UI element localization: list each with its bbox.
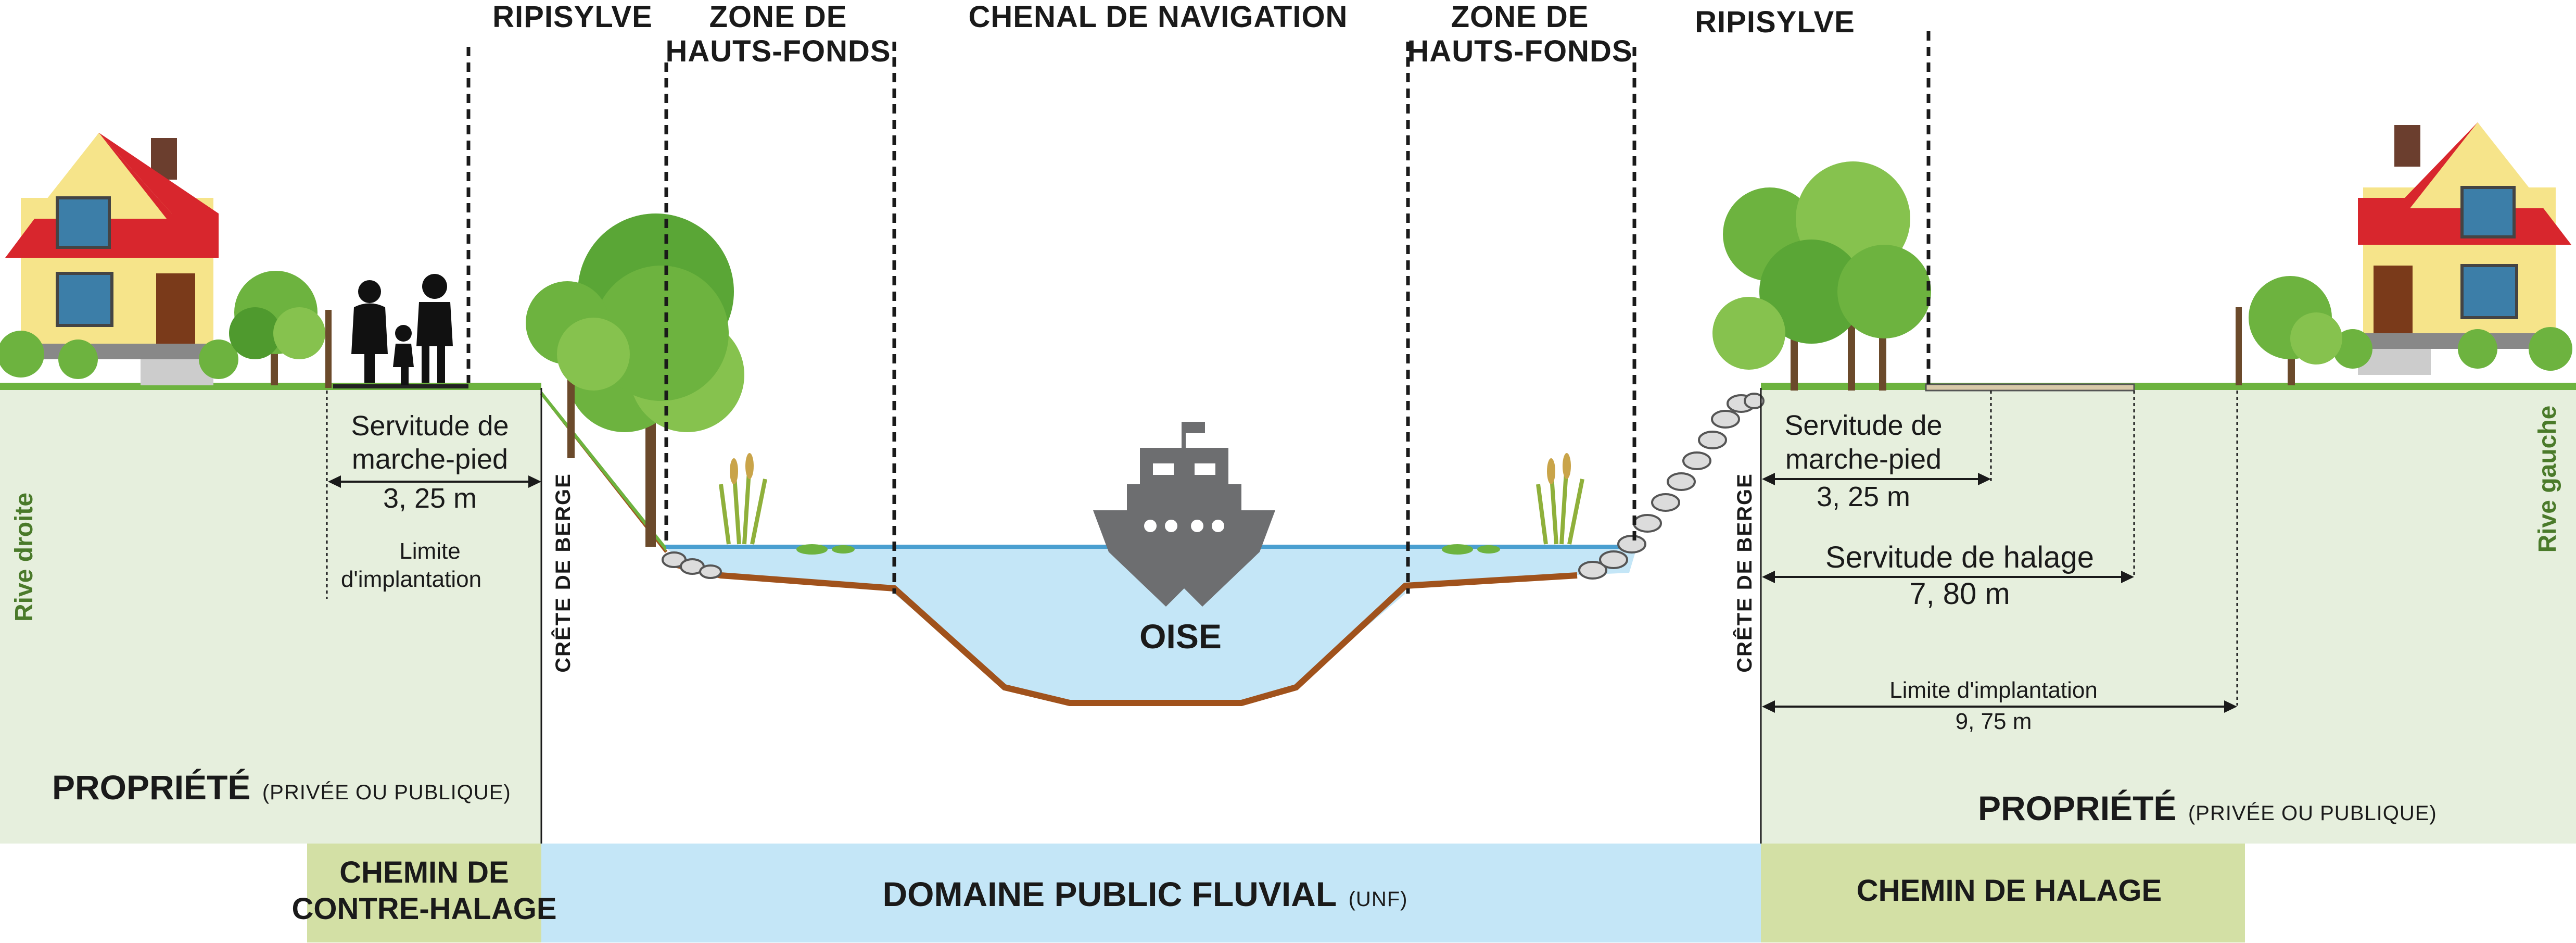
left-limite-line1: Limite	[399, 538, 460, 564]
shrub-icon	[0, 331, 238, 379]
right-property-land	[1761, 388, 2576, 844]
right-halage-label: Servitude de halage	[1825, 540, 2094, 574]
river-bed-line	[665, 559, 1578, 706]
right-marchepied-arrow	[1762, 473, 1991, 485]
bottom-halage-bar	[1761, 844, 2245, 942]
river-water-fill	[665, 547, 1637, 703]
reed-icon	[719, 463, 767, 545]
shrub-icon	[2333, 327, 2572, 371]
bottom-contre-halage-bar	[307, 844, 541, 942]
riprap-stones-icon	[662, 551, 722, 579]
tree-icon	[2249, 276, 2342, 385]
house-icon	[5, 133, 224, 385]
bottom-domaine-bar	[541, 844, 1761, 942]
lily-pad-icon	[796, 544, 1500, 555]
reed-icon	[1547, 453, 1571, 484]
right-marchepied-line2: marche-pied	[1785, 444, 1941, 475]
tree-icon	[229, 271, 325, 385]
left-marchepied-line1: Servitude de	[351, 410, 509, 442]
right-implantation-arrow	[1762, 700, 2237, 713]
right-propriete: PROPRIÉTÉ (PRIVÉE OU PUBLIQUE)	[1978, 789, 2437, 827]
left-limite-line2: d'implantation	[341, 567, 481, 592]
reed-icon	[1536, 463, 1584, 545]
house-icon	[2353, 122, 2571, 375]
right-fence-post	[2236, 307, 2242, 385]
reed-icon	[730, 453, 754, 484]
header-ripisylve-right: RIPISYLVE	[1695, 5, 1855, 39]
bottom-halage: CHEMIN DE HALAGE	[1857, 874, 2162, 908]
bottom-contre-halage-line1: CHEMIN DE	[339, 856, 509, 889]
bottom-contre-halage-line2: CONTRE-HALAGE	[291, 892, 556, 926]
bank-label-right: Rive gauche	[2534, 406, 2561, 553]
footpath-left	[333, 384, 468, 388]
header-zone-left-line1: ZONE DE	[709, 0, 847, 34]
left-crete-label: CRÊTE DE BERGE	[551, 473, 575, 673]
riprap-stones-icon	[1578, 393, 1765, 580]
tree-icon	[526, 281, 630, 458]
river-name: OISE	[1139, 617, 1222, 656]
header-chenal: CHENAL DE NAVIGATION	[969, 0, 1348, 34]
left-marchepied-arrow	[328, 475, 541, 488]
right-halage-arrow	[1762, 571, 2134, 583]
header-zone-right-line2: HAUTS-FONDS	[1407, 34, 1632, 68]
bank-label-left: Rive droite	[10, 493, 38, 622]
right-marchepied-value: 3, 25 m	[1817, 481, 1910, 512]
left-marchepied-value: 3, 25 m	[383, 483, 477, 514]
header-ripisylve-left: RIPISYLVE	[492, 0, 653, 34]
right-limite-label: Limite d'implantation	[1889, 677, 2098, 703]
towpath-surface	[1925, 383, 2135, 392]
right-halage-value: 7, 80 m	[1909, 577, 2010, 611]
family-silhouette-icon	[351, 274, 453, 385]
header-zone-left-line2: HAUTS-FONDS	[665, 34, 891, 68]
header-zone-right-line1: ZONE DE	[1451, 0, 1589, 34]
left-fence-post	[325, 310, 332, 388]
right-crete-label: CRÊTE DE BERGE	[1732, 473, 1756, 673]
left-propriete: PROPRIÉTÉ (PRIVÉE OU PUBLIQUE)	[52, 768, 511, 807]
bottom-domaine: DOMAINE PUBLIC FLUVIAL (UNF)	[883, 875, 1408, 913]
tree-icon	[1712, 161, 1931, 391]
left-property-land	[0, 388, 541, 844]
boat-windows	[1144, 463, 1224, 532]
right-limite-value: 9, 75 m	[1956, 709, 2032, 734]
left-marchepied-line2: marche-pied	[352, 444, 508, 475]
right-marchepied-line1: Servitude de	[1784, 410, 1942, 441]
